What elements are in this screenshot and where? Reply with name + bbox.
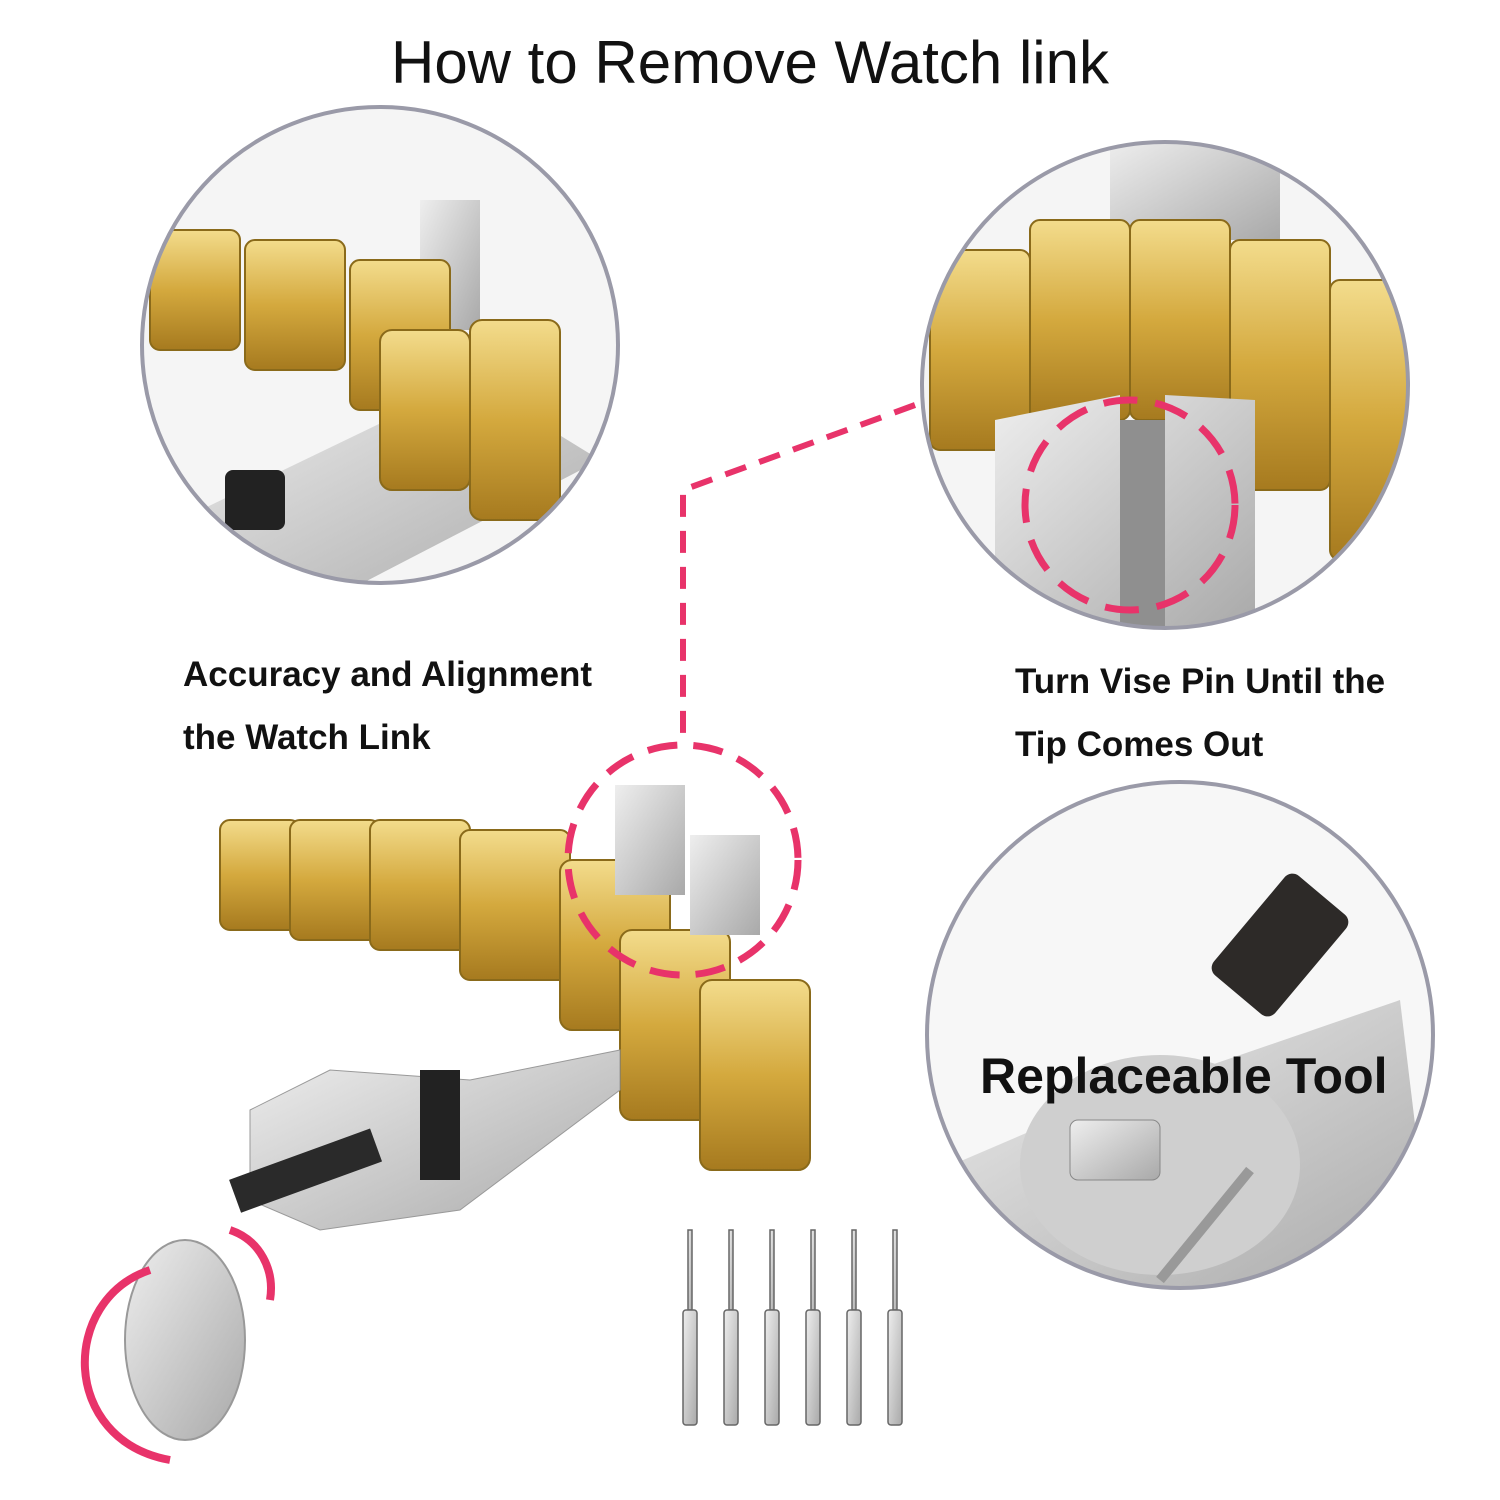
highlight-circle	[564, 741, 802, 979]
caption-line: Tip Comes Out	[1015, 725, 1264, 764]
connector-line	[680, 402, 917, 745]
caption-line: Turn Vise Pin Until the	[1015, 662, 1386, 701]
circle-frame	[140, 105, 620, 585]
alignment-closeup	[142, 107, 618, 583]
page-title: How to Remove Watch link	[390, 29, 1109, 96]
circle-frame	[925, 780, 1435, 1290]
step-alignment-caption: Accuracy and Alignment the Watch Link	[183, 643, 592, 769]
watch-link-tool	[80, 785, 811, 1464]
highlight-circle	[1021, 396, 1239, 614]
caption-line: the Watch Link	[183, 718, 431, 757]
vise-pin-closeup	[922, 142, 1408, 628]
replaceable-tool-label: Replaceable Tool	[980, 1048, 1388, 1104]
caption-line: Accuracy and Alignment	[183, 655, 593, 694]
replaceable-tool-closeup	[927, 782, 1433, 1288]
replacement-pins	[682, 1229, 903, 1426]
step-vise-pin-caption: Turn Vise Pin Until the Tip Comes Out	[1015, 650, 1385, 776]
circle-frame	[920, 140, 1410, 630]
rotate-arrow-icon	[80, 1266, 171, 1464]
